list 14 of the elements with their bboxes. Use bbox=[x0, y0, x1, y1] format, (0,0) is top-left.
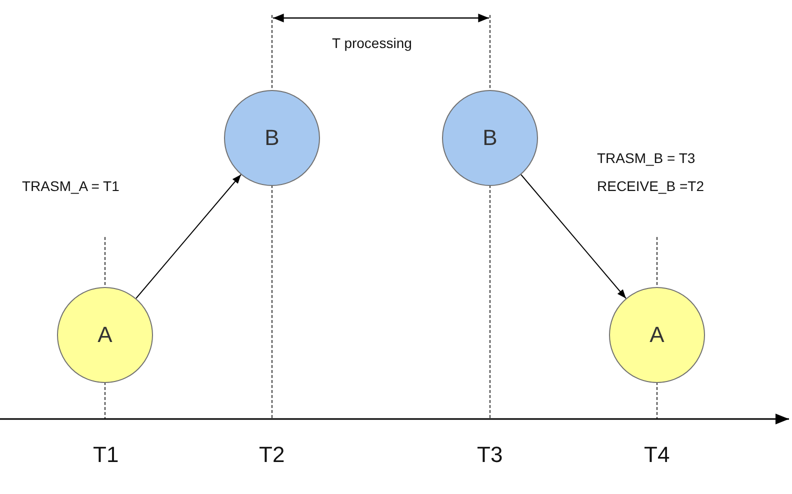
dimension-label: T processing bbox=[332, 35, 412, 51]
circle-node: A bbox=[609, 287, 705, 383]
arrow bbox=[520, 174, 626, 299]
axis-tick-label: T2 bbox=[259, 442, 285, 468]
axis-tick-label: T3 bbox=[477, 442, 503, 468]
arrow bbox=[136, 174, 242, 299]
circle-node: B bbox=[442, 90, 538, 186]
axis-tick-label: T1 bbox=[93, 442, 119, 468]
transmit-label: TRASM_B = T3 bbox=[597, 150, 696, 166]
transmit-label: TRASM_A = T1 bbox=[22, 178, 120, 194]
axis-tick-label: T4 bbox=[644, 442, 670, 468]
circle-node: B bbox=[224, 90, 320, 186]
circle-node: A bbox=[57, 287, 153, 383]
receive-label: RECEIVE_B =T2 bbox=[597, 178, 704, 194]
